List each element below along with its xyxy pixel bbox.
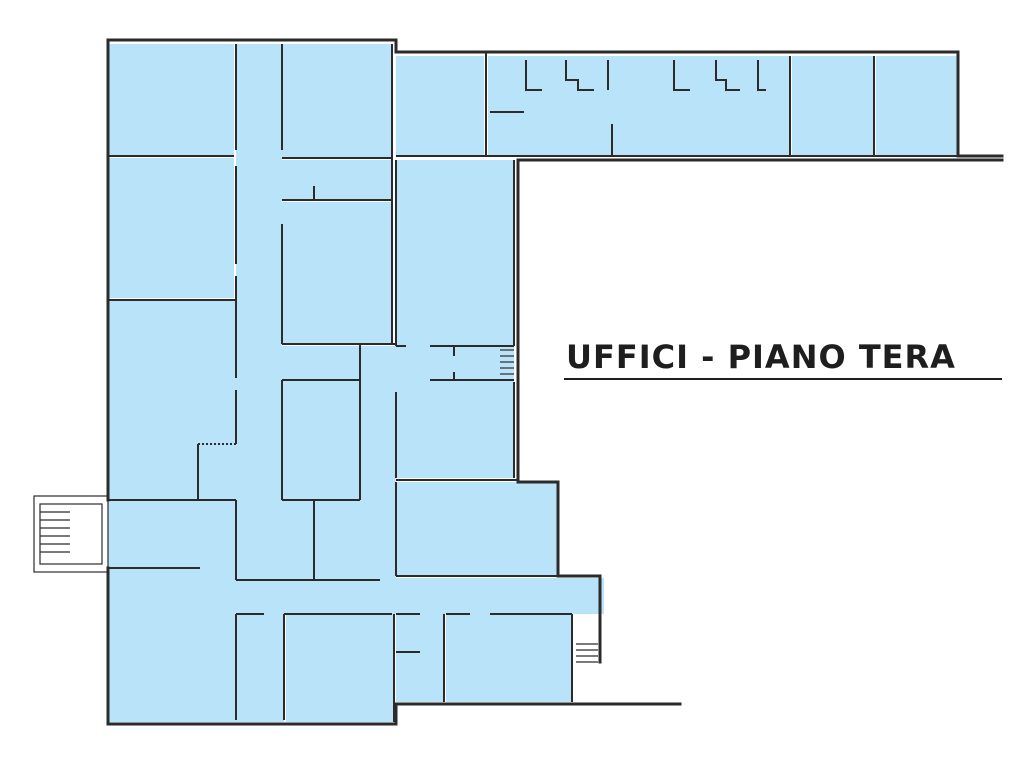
- room-east-upper: [396, 160, 514, 346]
- room-west-lower: [198, 444, 238, 500]
- corridor-west: [236, 44, 282, 500]
- rooms: [108, 44, 958, 722]
- room-center-small: [282, 160, 392, 200]
- corridor-south: [236, 578, 604, 614]
- corridor-north-wing: [488, 56, 790, 156]
- room-west-wing-top: [108, 44, 234, 156]
- title-underline: [564, 378, 1002, 380]
- room-center-lower: [282, 346, 360, 500]
- room-north-wing-1: [792, 56, 874, 156]
- plan-title: UFFICI - PIANO TERA: [566, 338, 956, 376]
- room-north-wing-2: [876, 56, 958, 156]
- room-west-wing-2: [108, 158, 234, 298]
- room-north-block: [396, 56, 484, 156]
- room-west-entry: [108, 500, 236, 568]
- room-east-lower: [396, 482, 558, 576]
- walls: [106, 38, 1004, 726]
- stairs-south-east: [576, 643, 598, 663]
- stairs-west: [33, 495, 109, 573]
- stairs-east-small: [500, 349, 514, 375]
- room-south-mid: [286, 614, 394, 722]
- room-east-mid: [396, 382, 514, 478]
- room-center: [282, 202, 392, 344]
- room-south-east-2: [446, 614, 572, 702]
- room-south-east-1: [396, 614, 444, 702]
- room-north-center: [282, 44, 392, 158]
